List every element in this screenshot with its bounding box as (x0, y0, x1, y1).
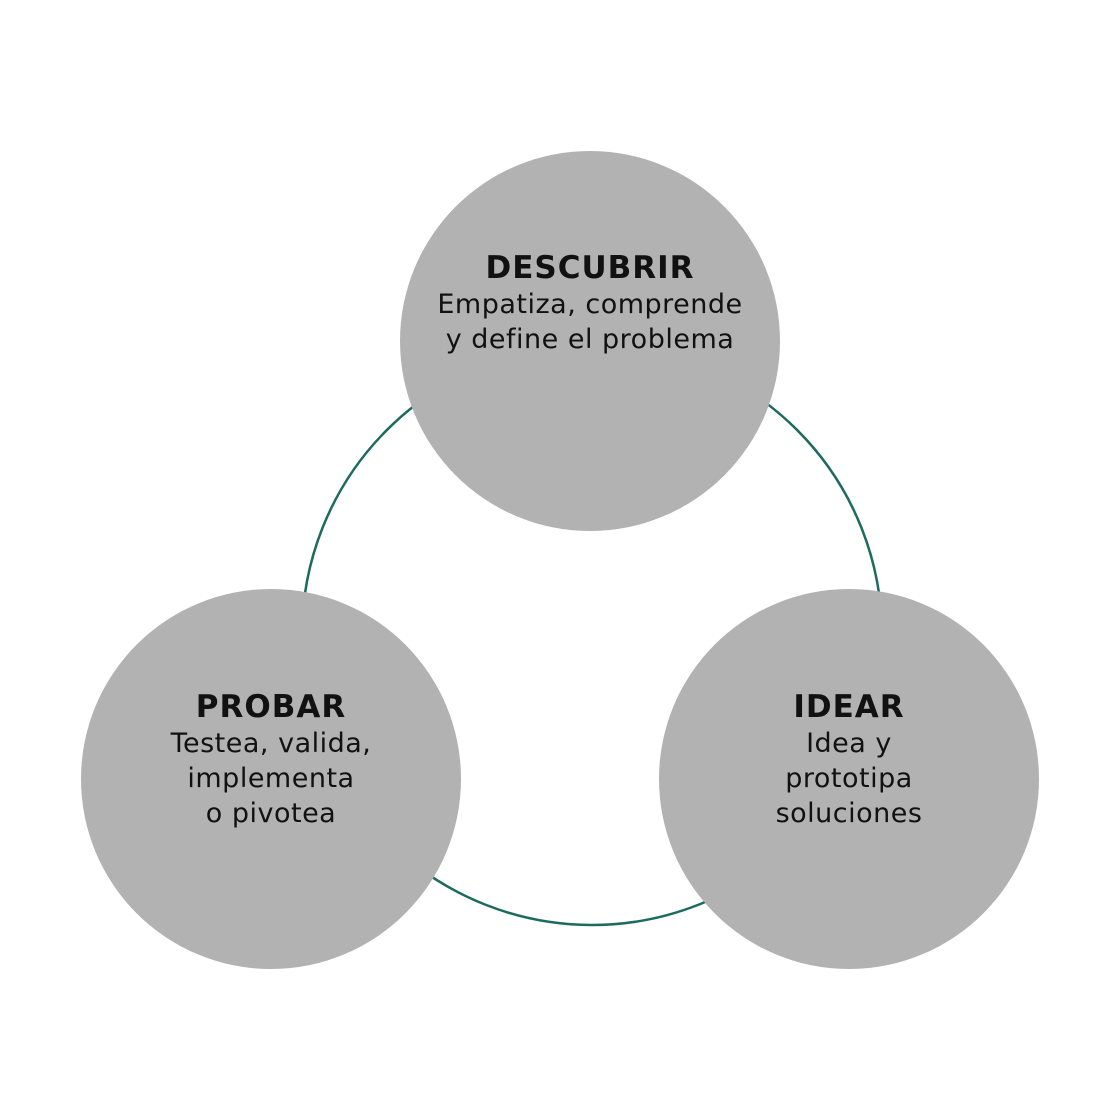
stage-descubrir: DESCUBRIR Empatiza, comprende y define e… (400, 151, 780, 531)
stage-probar: PROBAR Testea, valida, implementa o pivo… (81, 589, 461, 969)
stage-description: Testea, valida, implementa o pivotea (170, 727, 372, 829)
stage-title: IDEAR (793, 688, 905, 725)
stage-description: Empatiza, comprende y define el problema (437, 289, 743, 355)
stage-title: PROBAR (195, 688, 347, 725)
stage-title: DESCUBRIR (485, 250, 695, 286)
stage-idear: IDEAR Idea y prototipa soluciones (659, 589, 1039, 969)
stage-description: Idea y prototipa soluciones (775, 727, 923, 829)
